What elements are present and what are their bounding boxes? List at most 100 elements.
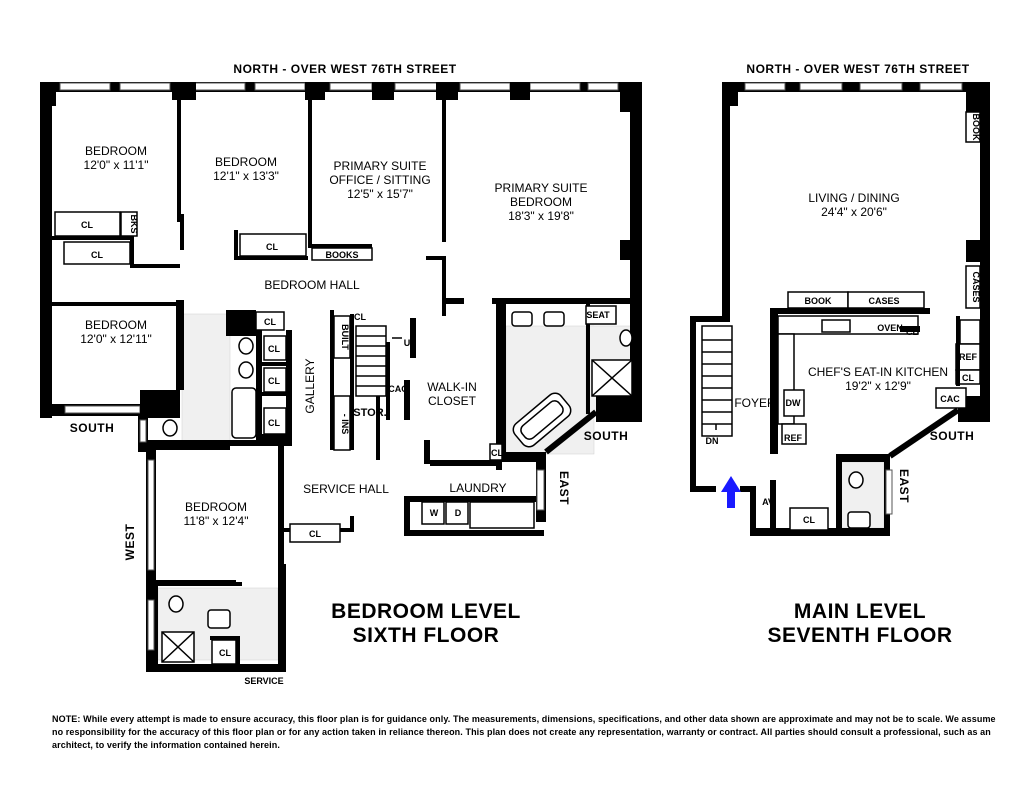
laundry-counter bbox=[469, 501, 535, 529]
floor-title: MAIN LEVEL bbox=[794, 600, 926, 623]
dishwasher bbox=[783, 389, 805, 417]
closet bbox=[489, 443, 503, 461]
south-orientation-label: SOUTH bbox=[930, 429, 975, 443]
closet bbox=[263, 407, 287, 435]
bookshelf bbox=[965, 111, 981, 143]
closet bbox=[63, 241, 131, 265]
room-dimensions: 11'8" x 12'4" bbox=[184, 514, 249, 528]
stair bbox=[355, 325, 387, 397]
seat bbox=[585, 305, 617, 325]
bookshelf bbox=[120, 211, 138, 237]
room-dimensions: 12'5" x 15'7" bbox=[347, 187, 413, 201]
closet bbox=[54, 211, 121, 237]
gallery-label: GALLERY bbox=[303, 358, 317, 413]
closet bbox=[255, 311, 285, 331]
refrigerator-label: REF bbox=[784, 433, 803, 443]
bathtub bbox=[231, 387, 257, 439]
room-name: OFFICE / SITTING bbox=[329, 173, 430, 187]
bookshelf bbox=[311, 247, 373, 261]
bookshelf-label: BOOK bbox=[805, 296, 833, 306]
closet-label: CL bbox=[268, 344, 280, 354]
seventh-floor-plan bbox=[690, 82, 990, 536]
floor-subtitle: SEVENTH FLOOR bbox=[767, 624, 952, 647]
closet-label: CL bbox=[962, 373, 974, 383]
built-in bbox=[333, 315, 351, 359]
bookshelf-label: CASES bbox=[971, 271, 981, 302]
room-name: LIVING / DINING bbox=[808, 191, 899, 205]
dryer-label: D bbox=[455, 508, 462, 518]
cac bbox=[935, 387, 967, 409]
closet-label: CL bbox=[803, 515, 815, 525]
washer bbox=[421, 501, 445, 525]
built-in-label: - INS bbox=[340, 414, 350, 435]
east-orientation-label: EAST bbox=[897, 469, 911, 503]
bedroom-hall-label: BEDROOM HALL bbox=[264, 278, 360, 292]
stair-down-label: DN bbox=[706, 436, 719, 446]
service-hall-label: SERVICE HALL bbox=[303, 482, 389, 496]
washer-label: W bbox=[430, 508, 439, 518]
service-label: SERVICE bbox=[244, 676, 283, 686]
disclaimer-note: NOTE: While every attempt is made to ens… bbox=[52, 714, 996, 750]
room-name: PRIMARY SUITE bbox=[495, 181, 588, 195]
room-dimensions: 12'0" x 11'1" bbox=[84, 158, 149, 172]
refrigerator bbox=[781, 423, 807, 445]
built-in-label: BUILT bbox=[340, 324, 350, 350]
closet-label: CL bbox=[268, 376, 280, 386]
closet-label: CL bbox=[491, 448, 503, 458]
closet-label: CL bbox=[268, 418, 280, 428]
north-orientation-label: NORTH - OVER WEST 76TH STREET bbox=[233, 62, 456, 76]
closet bbox=[263, 335, 287, 361]
room-name: CHEF'S EAT-IN KITCHEN bbox=[808, 365, 948, 379]
room-dimensions: 19'2" x 12'9" bbox=[845, 379, 911, 393]
closet-label: CL bbox=[264, 317, 276, 327]
bath-tile bbox=[181, 313, 231, 443]
closet-label: CL bbox=[81, 220, 93, 230]
closet bbox=[289, 523, 341, 543]
east-orientation-label: EAST bbox=[557, 471, 571, 505]
closet-label: CL bbox=[266, 242, 278, 252]
storage-label: STOR. bbox=[353, 407, 386, 419]
north-orientation-label: NORTH - OVER WEST 76TH STREET bbox=[746, 62, 969, 76]
plan-labels: NORTH - OVER WEST 76TH STREET NORTH - OVE… bbox=[70, 62, 981, 686]
closet-label: CLOSET bbox=[428, 394, 477, 408]
bookshelf bbox=[847, 291, 925, 309]
seat-label: SEAT bbox=[586, 310, 610, 320]
floor-title: BEDROOM LEVEL bbox=[331, 600, 521, 623]
refrigerator-label: REF bbox=[959, 352, 978, 362]
bookshelf-label: CASES bbox=[868, 296, 899, 306]
stair-up-label: UP bbox=[404, 338, 417, 348]
room-name: PRIMARY SUITE bbox=[334, 159, 427, 173]
closet bbox=[789, 507, 829, 531]
closet-label: CL bbox=[309, 529, 321, 539]
room-dimensions: 18'3" x 19'8" bbox=[508, 209, 574, 223]
closet-label: CL bbox=[354, 312, 366, 322]
closet-label: CL bbox=[91, 250, 103, 260]
south-orientation-label: SOUTH bbox=[584, 429, 629, 443]
room-dimensions: 24'4" x 20'6" bbox=[821, 205, 887, 219]
floor-subtitle: SIXTH FLOOR bbox=[353, 624, 500, 647]
dryer bbox=[445, 501, 469, 525]
closet bbox=[239, 233, 307, 257]
foyer-label: FOYER bbox=[734, 396, 776, 410]
bookshelf-label: BOOKS bbox=[325, 250, 358, 260]
dishwasher-label: DW bbox=[786, 398, 801, 408]
south-orientation-label: SOUTH bbox=[70, 421, 115, 435]
cac-label: CAC bbox=[388, 384, 408, 394]
cac-label: CAC bbox=[940, 394, 960, 404]
west-orientation-label: WEST bbox=[123, 524, 137, 561]
bookshelf bbox=[965, 265, 981, 309]
bookshelf-label: BKS bbox=[129, 214, 139, 233]
walk-in-label: WALK-IN bbox=[427, 380, 477, 394]
oven-label: OVEN bbox=[877, 323, 903, 333]
laundry-label: LAUNDRY bbox=[449, 481, 506, 495]
closet bbox=[211, 639, 237, 665]
entry-arrow-icon bbox=[721, 476, 741, 508]
room-dimensions: 12'0" x 12'11" bbox=[80, 332, 152, 346]
room-name: BEDROOM bbox=[185, 500, 247, 514]
closet-label: CL bbox=[906, 327, 918, 337]
built-in bbox=[333, 395, 351, 451]
room-name: BEDROOM bbox=[215, 155, 277, 169]
closet bbox=[263, 367, 287, 393]
av-label: AV bbox=[762, 497, 774, 507]
